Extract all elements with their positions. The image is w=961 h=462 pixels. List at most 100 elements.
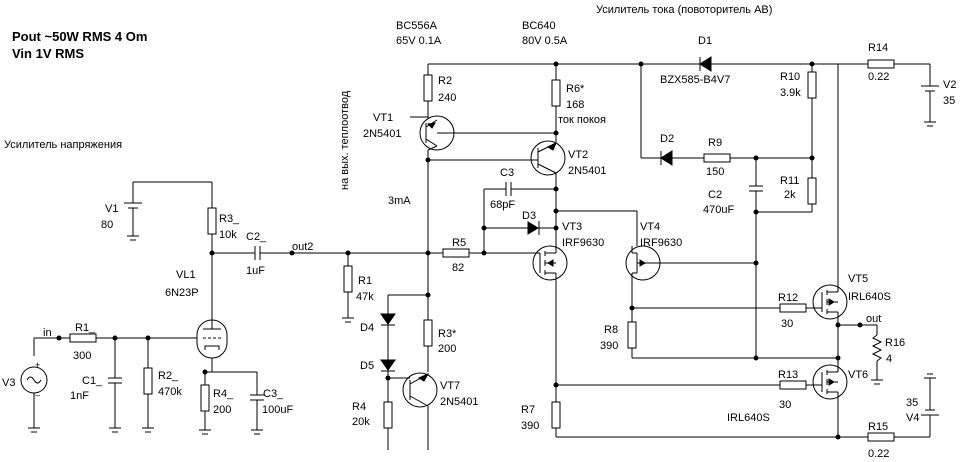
label-c2: C2 [708, 189, 722, 201]
label-d4: D4 [360, 322, 374, 334]
title-voltage-amp: Усилитель напряжения [4, 139, 122, 151]
value-r3-in: 10k [219, 229, 237, 241]
value-r1: 47k [356, 291, 374, 303]
transistor-vt6 [812, 364, 848, 400]
label-vt4: VT4 [640, 221, 660, 233]
diode-d2 [641, 150, 704, 166]
label-vt5: VT5 [848, 273, 868, 285]
transistor-vt7 [402, 372, 438, 450]
value-c3: 68pF [490, 199, 515, 211]
label-v3: V3 [2, 377, 15, 389]
part-vl1: 6N23P [165, 287, 199, 299]
value-r1-in: 300 [73, 350, 91, 362]
label-d3: D3 [522, 210, 536, 222]
label-r2: R2 [438, 75, 452, 87]
source-v4 [921, 373, 939, 416]
value-r9: 150 [706, 166, 724, 178]
label-c3-in: C3_ [263, 388, 284, 400]
label-vt6: VT6 [848, 369, 868, 381]
title-current-amp: Усилитель тока (повоторитель AB) [596, 4, 772, 16]
net-out: out [866, 313, 881, 325]
diode-d3 [484, 221, 556, 235]
capacitor-c3-in [250, 372, 264, 435]
net-out2: out2 [292, 241, 313, 253]
transistor-vt3 [532, 232, 568, 281]
source-v3: + – [20, 338, 48, 433]
part-vt1: 2N5401 [363, 128, 402, 140]
capacitor-c2 [749, 158, 763, 358]
label-r9: R9 [708, 137, 722, 149]
label-r14: R14 [868, 42, 888, 54]
part-vt4: IRF9630 [640, 237, 682, 249]
resistor-r3s [423, 319, 433, 372]
resistor-r8 [627, 308, 838, 359]
resistor-r2 [423, 74, 433, 116]
resistor-r15 [867, 415, 931, 442]
part-vt3: IRF9630 [562, 237, 604, 249]
resistor-r6 [551, 79, 561, 142]
resistor-r14 [867, 59, 931, 86]
resistor-r13 [779, 380, 822, 390]
resistor-r3-in [207, 182, 217, 320]
label-r13: R13 [778, 369, 798, 381]
value-v1: 80 [101, 219, 113, 231]
label-r8: R8 [604, 324, 618, 336]
value-r4: 20k [352, 416, 370, 428]
diode-d5 [380, 359, 396, 402]
resistor-r1-in [69, 333, 97, 343]
label-r3s: R3* [438, 328, 457, 340]
capacitor-c3 [483, 182, 556, 253]
part-d1: BZX585-B4V7 [660, 74, 730, 86]
label-r7: R7 [521, 404, 535, 416]
triode-vl1 [196, 319, 228, 372]
value-r14: 0.22 [868, 71, 889, 83]
value-r4-in: 200 [213, 404, 231, 416]
label-3ma: 3mA [388, 195, 411, 207]
header-power: Pout ~50W RMS 4 Om [12, 29, 147, 44]
label-c3: C3 [500, 167, 514, 179]
transistor-vt1 [419, 115, 556, 151]
value-r15: 0.22 [868, 448, 889, 460]
value-c3-in: 100uF [262, 404, 293, 416]
transistor-vt4 [625, 211, 756, 308]
label-r5: R5 [452, 237, 466, 249]
label-r1-in: R1_ [75, 322, 96, 334]
header-vin: Vin 1V RMS [12, 46, 84, 61]
label-r3-in: R3_ [219, 213, 240, 225]
transistor-vt5 [812, 284, 848, 320]
value-r8: 390 [600, 340, 618, 352]
label-r11: R11 [780, 175, 799, 187]
resistor-r5 [442, 248, 540, 258]
diode-d1 [638, 56, 868, 72]
resistor-r11 [756, 177, 817, 213]
label-r16: R16 [885, 337, 905, 349]
value-r2: 240 [438, 92, 456, 104]
resistor-r2-in [142, 338, 154, 433]
part-vt7: 2N5401 [440, 396, 479, 408]
label-c1-in: C1_ [82, 375, 103, 387]
label-c2-in: C2_ [246, 231, 267, 243]
resistor-r10 [807, 71, 817, 178]
resistor-r4 [383, 401, 393, 450]
label-bc640-name: BC640 [522, 20, 556, 32]
source-v1 [124, 181, 212, 241]
label-d1: D1 [698, 35, 712, 47]
label-d2: D2 [660, 133, 674, 145]
label-bias: ток покоя [558, 114, 606, 126]
capacitor-c1-in [108, 338, 122, 433]
label-vt1: VT1 [373, 112, 393, 124]
label-v2: V2 [943, 79, 956, 91]
resistor-r9 [703, 153, 812, 163]
label-bc640-rating: 80V 0.5A [522, 35, 568, 47]
label-r15: R15 [868, 421, 888, 433]
resistor-r7 [551, 401, 561, 437]
value-r7: 390 [521, 420, 539, 432]
label-bc556-name: BC556A [396, 20, 438, 32]
label-r1: R1 [358, 275, 372, 287]
value-r3s: 200 [438, 343, 456, 355]
label-r4-in: R4_ [213, 388, 234, 400]
svg-text:–: – [35, 390, 40, 400]
value-r16: 4 [886, 353, 892, 365]
value-c1-in: 1nF [70, 390, 89, 402]
